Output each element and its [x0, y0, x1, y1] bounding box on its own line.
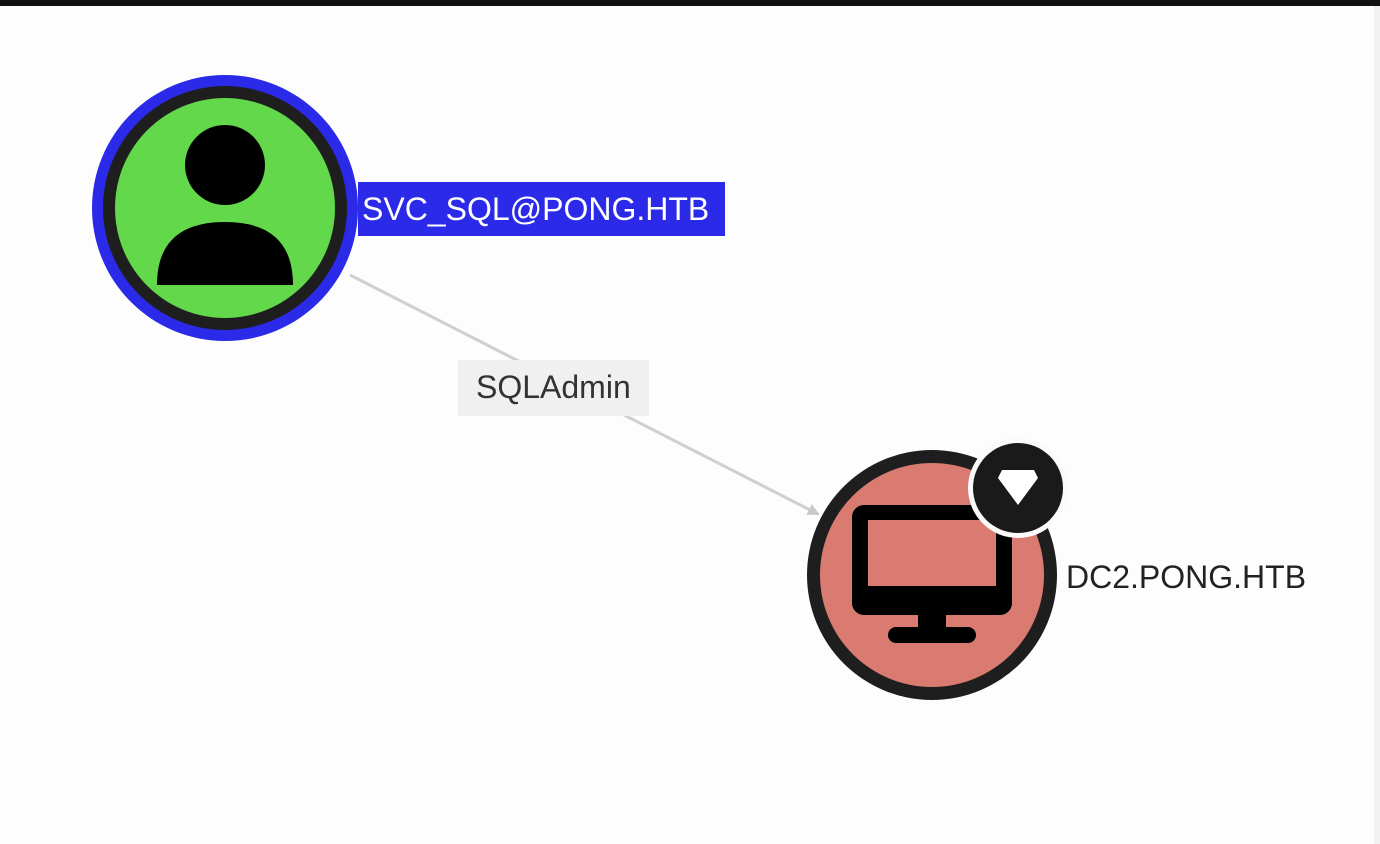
right-edge-panel — [1374, 6, 1380, 844]
user-icon — [157, 125, 293, 285]
tier-zero-badge — [968, 438, 1068, 538]
edge-label[interactable]: SQLAdmin — [458, 360, 649, 416]
computer-node-label[interactable]: DC2.PONG.HTB — [1066, 559, 1307, 595]
computer-icon — [852, 505, 1012, 643]
user-node[interactable] — [92, 75, 358, 341]
gem-icon — [998, 470, 1038, 505]
computer-node[interactable] — [807, 438, 1068, 700]
user-node-label[interactable]: SVC_SQL@PONG.HTB — [358, 182, 726, 236]
top-bar — [0, 0, 1380, 6]
